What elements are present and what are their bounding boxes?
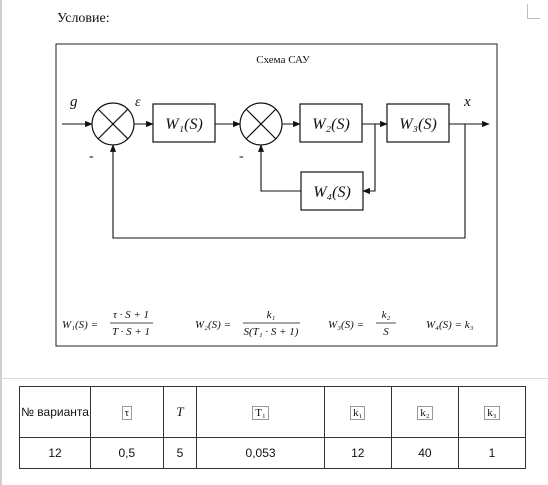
block-w4	[300, 171, 364, 211]
parameters-table: № варианта τ T T₁ k₁ k₂ k₃ 12 0,5 5 0,05…	[19, 386, 527, 469]
header-k2-label: k₂	[417, 405, 433, 420]
block-w3-label: W₃(S)	[399, 116, 437, 133]
cell-k1: 12	[323, 437, 392, 469]
section-divider	[0, 378, 548, 379]
scheme-title: Схема САУ	[256, 54, 310, 66]
block-w1-label: W₁(S)	[165, 116, 203, 133]
header-k3-label: k₃	[484, 405, 500, 420]
formula-w2-numerator: k₁	[267, 309, 276, 321]
minus-sign-1: -	[89, 149, 94, 164]
summing-junction-1	[91, 102, 135, 146]
formula-w1-numerator: τ · S + 1	[113, 309, 149, 321]
cell-k3: 1	[457, 437, 527, 469]
diagram-frame	[55, 43, 498, 347]
formula-w1-denominator: T · S + 1	[112, 326, 150, 338]
block-diagram: Схема САУ g ε x - - W₁(S) W₂(S) W₃(S) W₄…	[55, 43, 498, 347]
formula-w3: W₃(S) = k₂ S	[328, 309, 396, 338]
condition-heading: Условие:	[57, 11, 110, 26]
input-label-g: g	[70, 94, 78, 110]
formula-w1-lhs: W₁(S) =	[62, 319, 98, 331]
outer-feedback-line	[109, 124, 466, 239]
w4-feedback-line	[257, 144, 301, 192]
block-w2-label: W₂(S)	[312, 116, 350, 133]
w4-pickoff-line	[362, 124, 376, 195]
header-k1-label: k₁	[350, 405, 366, 420]
cell-T: 5	[162, 437, 198, 469]
cell-k2: 40	[390, 437, 459, 469]
table-header-row: № варианта τ T T₁ k₁ k₂ k₃	[19, 386, 527, 438]
block-w4-label: W₄(S)	[313, 184, 351, 201]
formula-w1: W₁(S) = τ · S + 1 T · S + 1	[62, 309, 153, 338]
header-variant: № варианта	[19, 386, 91, 438]
header-T1: T₁	[196, 386, 325, 438]
formula-w3-numerator: k₂	[382, 309, 391, 321]
cell-variant: 12	[19, 437, 91, 469]
formula-w2-lhs: W₂(S) =	[195, 319, 231, 331]
formula-w2-denominator: S(T₁ · S + 1)	[244, 326, 299, 338]
page-left-edge	[0, 0, 2, 485]
block-w2	[299, 103, 363, 143]
header-k2: k₂	[390, 386, 459, 438]
error-label: ε	[135, 95, 141, 110]
cell-tau: 0,5	[90, 437, 164, 469]
header-tau: τ	[90, 386, 164, 438]
header-T: T	[162, 386, 198, 438]
summing-junction-2	[239, 102, 283, 146]
formula-w2: W₂(S) = k₁ S(T₁ · S + 1)	[195, 309, 300, 338]
formula-w3-denominator: S	[383, 326, 389, 338]
header-tau-label: τ	[121, 405, 132, 420]
cell-T1: 0,053	[196, 437, 325, 469]
output-label-x: x	[463, 94, 471, 110]
block-w3	[386, 103, 450, 143]
formula-w3-lhs: W₃(S) =	[328, 319, 364, 331]
table-row: 12 0,5 5 0,053 12 40 1	[19, 437, 527, 469]
header-k3: k₃	[457, 386, 527, 438]
header-T1-label: T₁	[252, 405, 269, 420]
page-corner-mark	[527, 4, 540, 19]
formula-w4: W₄(S) = k₃	[426, 319, 474, 331]
minus-sign-2: -	[239, 149, 244, 164]
header-k1: k₁	[323, 386, 392, 438]
